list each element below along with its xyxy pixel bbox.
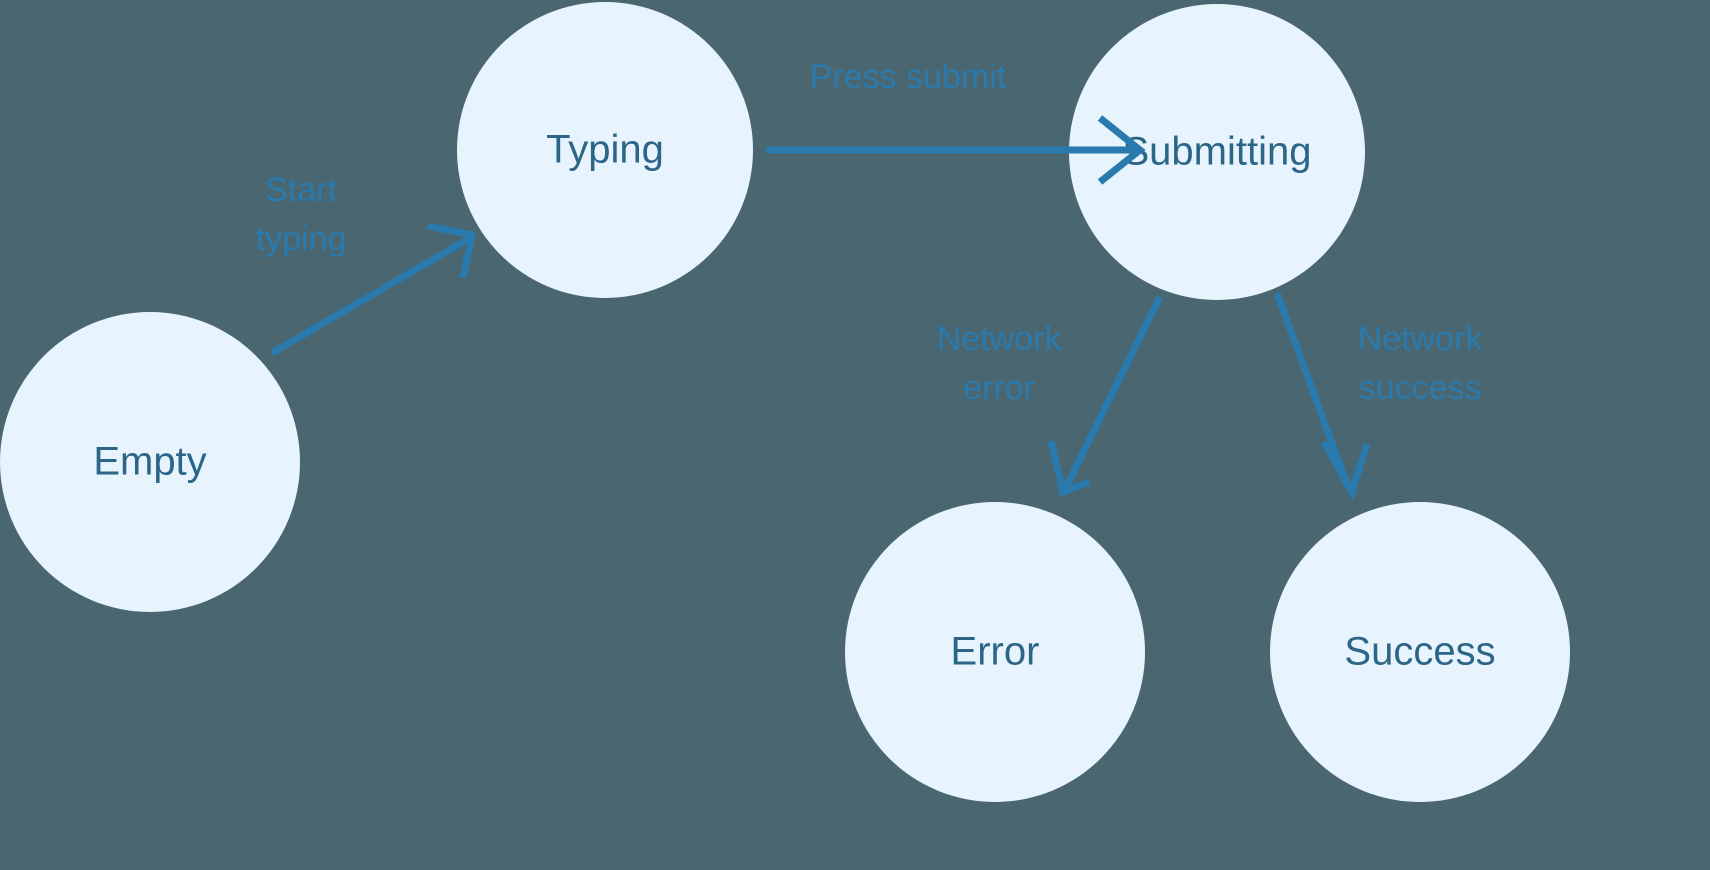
edge-empty-to-typing-line <box>270 234 472 357</box>
edge-submitting-to-error-label-line2: error <box>963 369 1035 407</box>
edge-typing-to-submitting[interactable]: Press submit <box>766 58 1146 185</box>
edge-submitting-to-success-label-line2: success <box>1359 369 1482 407</box>
state-node-error[interactable]: Error <box>845 502 1145 802</box>
state-node-error-circle <box>845 502 1145 802</box>
state-node-success-circle <box>1270 502 1570 802</box>
edge-submitting-to-error-arrowhead <box>1047 440 1091 497</box>
state-node-success[interactable]: Success <box>1270 502 1570 802</box>
state-node-submitting-circle <box>1069 4 1365 300</box>
state-node-error-label: Error <box>951 630 1040 674</box>
state-node-success-label: Success <box>1344 630 1495 674</box>
state-node-submitting[interactable]: Submitting <box>1069 4 1365 300</box>
edge-submitting-to-error[interactable]: Network error <box>937 295 1164 497</box>
edge-submitting-to-error-line <box>1062 295 1164 489</box>
edge-typing-to-submitting-label: Press submit <box>810 58 1007 96</box>
edge-submitting-to-success-line <box>1273 291 1352 489</box>
state-node-typing[interactable]: Typing <box>457 2 753 298</box>
state-node-typing-circle <box>457 2 753 298</box>
state-node-empty-label: Empty <box>93 440 206 484</box>
edge-empty-to-typing-label-line1: Start <box>265 171 337 209</box>
state-node-submitting-label: Submitting <box>1123 130 1312 174</box>
state-node-typing-label: Typing <box>546 128 664 172</box>
state-node-empty-circle <box>0 312 300 612</box>
state-node-empty[interactable]: Empty <box>0 312 300 612</box>
edge-empty-to-typing-label-line2: typing <box>256 220 347 258</box>
edge-submitting-to-success-label-line1: Network <box>1358 320 1484 358</box>
edge-submitting-to-success[interactable]: Network success <box>1273 291 1484 501</box>
edge-empty-to-typing-arrowhead <box>427 222 477 279</box>
edge-empty-to-typing[interactable]: Start typing <box>256 171 477 357</box>
edge-typing-to-submitting-arrowhead <box>1097 115 1146 185</box>
edge-submitting-to-success-arrowhead <box>1320 440 1371 501</box>
edge-submitting-to-error-label-line1: Network <box>937 320 1063 358</box>
